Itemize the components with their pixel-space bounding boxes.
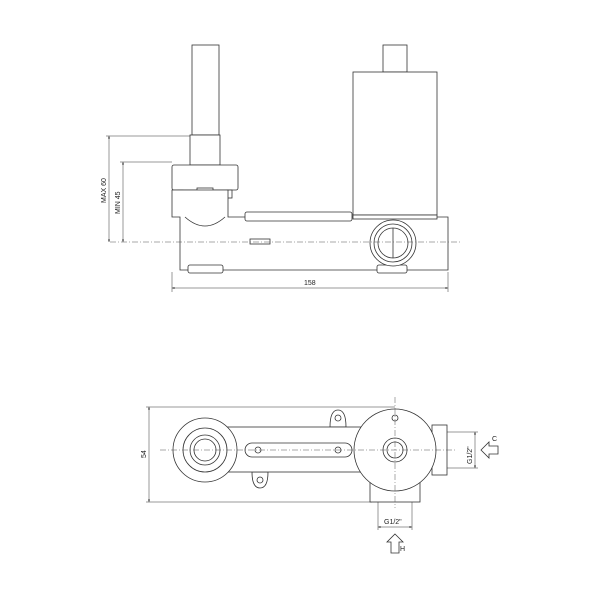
top-bar [244, 211, 353, 222]
left-spindle-collar [189, 134, 221, 166]
side-view: MAX 60 MIN 45 158 [101, 44, 462, 292]
mount-ear [251, 471, 269, 489]
cold-inlet-arrow-icon [480, 441, 499, 459]
dim-max-label: MAX 60 [101, 178, 108, 203]
top-view: 54 G1/2" C G1/2" H [141, 397, 499, 554]
hot-inlet-arrow-icon [386, 533, 404, 554]
hot-label: H [400, 546, 405, 553]
flange [171, 164, 239, 191]
right-thread-label: G1/2" [467, 446, 474, 464]
cold-label: C [492, 436, 497, 443]
dim-length-label: 158 [304, 280, 316, 287]
bottom-thread-label: G1/2" [384, 519, 402, 526]
dim-width-label: 54 [141, 450, 148, 458]
dim-min-label: MIN 45 [115, 191, 122, 214]
left-spindle [191, 44, 220, 136]
mount-ear [329, 409, 347, 428]
cartridge-stem [382, 44, 408, 73]
cartridge-housing [352, 71, 438, 216]
